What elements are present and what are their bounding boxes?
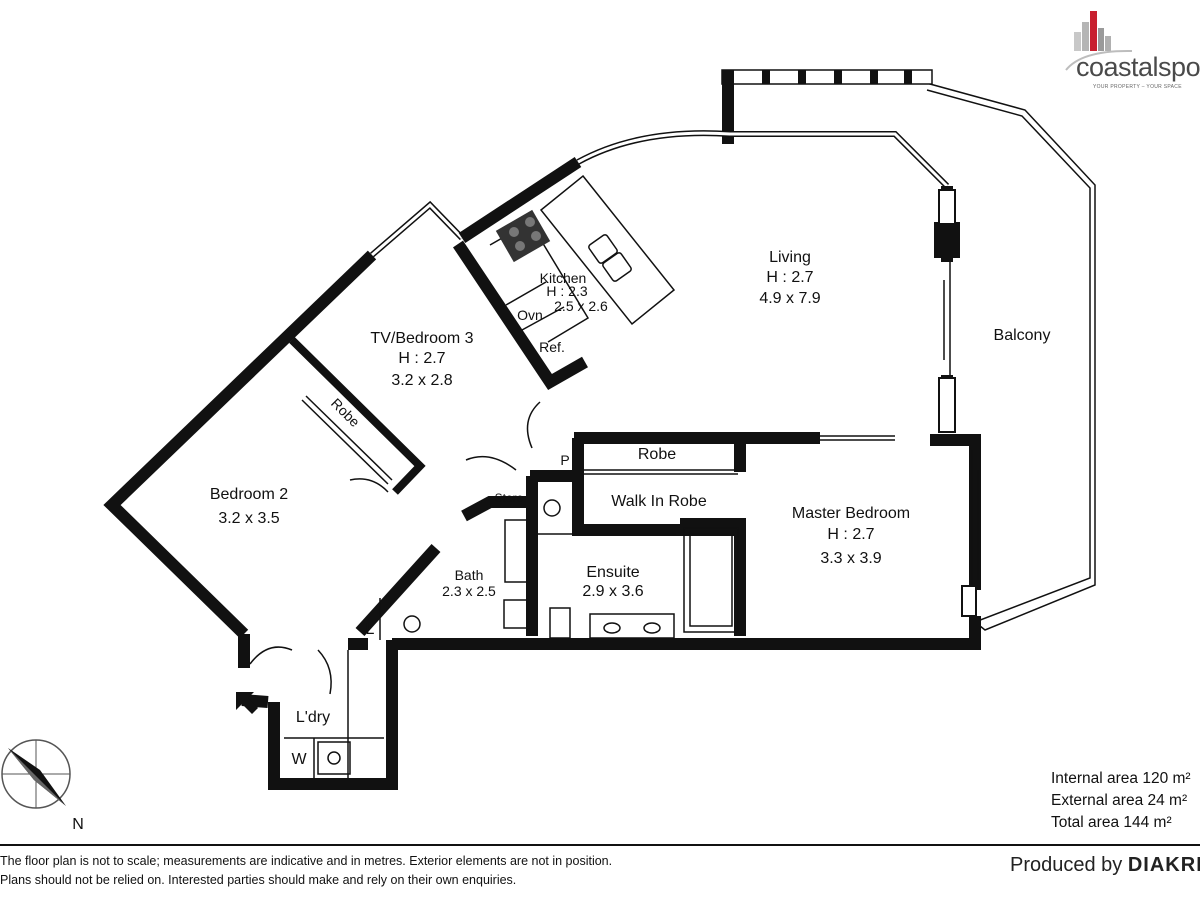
kitchen-wall (453, 240, 588, 390)
pantry-label: P (560, 452, 569, 468)
produced-by-prefix: Produced by (1010, 854, 1123, 876)
logo-tagline: YOUR PROPERTY – YOUR SPACE (1093, 84, 1182, 90)
sink-icon (588, 234, 632, 282)
tv-bedroom3-size: 3.2 x 2.8 (391, 372, 452, 389)
living-height: H : 2.7 (766, 269, 813, 286)
bedroom3-window-inner (371, 202, 464, 257)
disclaimer: The floor plan is not to scale; measurem… (0, 852, 612, 890)
master-window-pillar (961, 585, 977, 617)
balcony-door-pillar (938, 189, 956, 225)
disclaimer-line-2: Plans should not be relied on. Intereste… (0, 873, 517, 887)
produced-by: Produced by DIAKRIT (1010, 854, 1200, 877)
tv-bedroom3-height: H : 2.7 (398, 350, 445, 367)
kitchen-height: H : 2.3 (546, 283, 587, 299)
laundry-walls (284, 598, 384, 778)
sliding-doors (301, 262, 979, 590)
oven-label: Ovn (517, 307, 543, 323)
bedroom2-name: Bedroom 2 (210, 486, 288, 503)
balcony-door-pillar-2 (938, 377, 956, 433)
linen-label: L (366, 621, 375, 638)
entry-arrow-icon (236, 692, 258, 714)
kitchen-island (539, 174, 676, 326)
tv-bedroom3-name: TV/Bedroom 3 (370, 330, 473, 347)
living-size: 4.9 x 7.9 (759, 290, 820, 307)
logo-wordmark: coastalspo (1076, 52, 1200, 82)
balcony-name: Balcony (994, 327, 1051, 344)
kitchen-oven-line (505, 281, 547, 306)
brand-logo (1065, 11, 1133, 71)
living-name: Living (769, 249, 811, 266)
cooktop-icon (495, 209, 551, 263)
logo-buildings-icon (1065, 11, 1133, 71)
robe-master-label: Robe (638, 446, 676, 463)
compass-icon (1, 739, 71, 809)
bath-size: 2.3 x 2.5 (442, 583, 496, 599)
disclaimer-line-1: The floor plan is not to scale; measurem… (0, 854, 613, 868)
robe-bedroom2-walls (289, 337, 426, 495)
area-summary: Internal area 120 m² External area 24 m²… (1051, 768, 1191, 834)
external-area: External area 24 m² (1051, 792, 1188, 809)
kitchen-size: 2.5 x 2.6 (554, 298, 608, 314)
door-swings (249, 401, 541, 695)
compass-north-label: N (72, 816, 84, 833)
ensuite-name: Ensuite (586, 564, 639, 581)
produced-by-brand: DIAKRIT (1127, 854, 1200, 876)
internal-area: Internal area 120 m² (1051, 770, 1191, 787)
master-bedroom-height: H : 2.7 (827, 526, 874, 543)
balcony-posts (722, 70, 912, 144)
balcony-rail (721, 69, 933, 85)
walk-in-robe-name: Walk In Robe (611, 493, 707, 510)
bedroom2-size: 3.2 x 3.5 (218, 510, 279, 527)
ensuite-fixtures (543, 499, 739, 639)
kitchen-name: Kitchen (540, 270, 587, 286)
living-window-inner (577, 131, 949, 188)
laundry-name: L'dry (296, 709, 330, 726)
bath-fixtures (317, 519, 530, 775)
walls (103, 156, 981, 790)
master-bedroom-size: 3.3 x 3.9 (820, 550, 881, 567)
bath-name: Bath (455, 567, 484, 583)
total-area: Total area 144 m² (1051, 814, 1172, 831)
living-column (934, 222, 960, 258)
kitchen-fridge-line (521, 306, 565, 331)
master-bedroom-name: Master Bedroom (792, 505, 910, 522)
store-label: Store (495, 491, 524, 505)
washer-label: W (291, 751, 307, 768)
ensuite-size: 2.9 x 3.6 (582, 583, 643, 600)
fridge-label: Ref. (539, 339, 565, 355)
bedroom3-window (370, 200, 465, 258)
